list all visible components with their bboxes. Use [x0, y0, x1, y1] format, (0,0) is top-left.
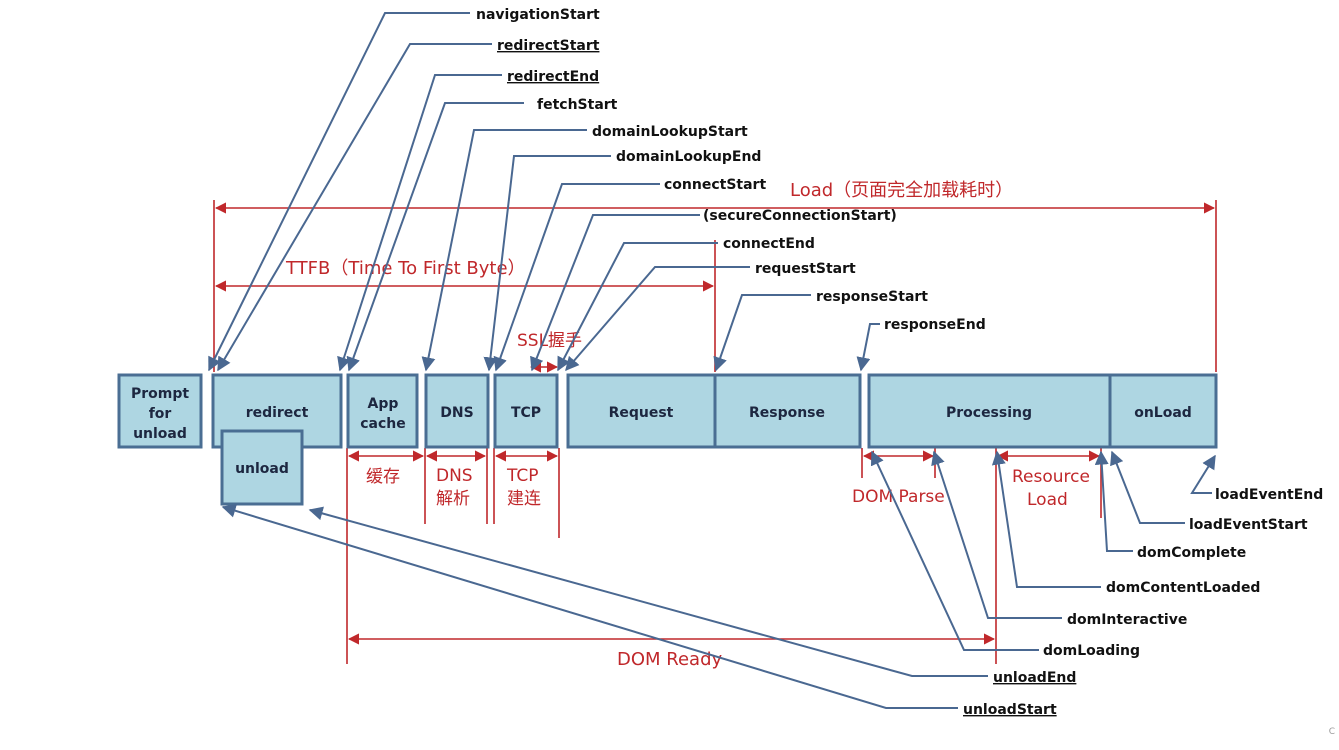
resource-span-label-line1: Resource	[1012, 467, 1090, 487]
response-box	[713, 373, 862, 449]
connect-end-label: connectEnd	[723, 236, 815, 252]
redirect-end-connector	[337, 74, 502, 372]
dom-loading-connector	[870, 450, 1039, 651]
response-end-label: responseEnd	[884, 317, 986, 333]
secure-connection-start-label: (secureConnectionStart)	[703, 208, 897, 224]
dns-span-label-line2: 解析	[436, 489, 470, 509]
ssl-span-label: SSL握手	[517, 331, 582, 351]
unload-end-connector	[308, 506, 988, 677]
dom-complete-connector	[1094, 450, 1133, 552]
connect-start-label: connectStart	[664, 177, 766, 193]
unload-start-label: unloadStart	[963, 702, 1057, 718]
domain-lookup-end-connector	[483, 155, 611, 372]
processing-box	[867, 373, 1112, 449]
load-event-start-connector	[1110, 450, 1185, 524]
response-start-connector	[713, 294, 811, 372]
navigation-start-connector	[208, 12, 470, 372]
prompt-box-label-line2: for	[149, 406, 172, 422]
connect-end-connector	[557, 242, 718, 372]
red-spans: Load（页面完全加载耗时） TTFB（Time To First Byte） …	[213, 180, 1217, 670]
dns-box	[424, 373, 490, 449]
dom-content-loaded-connector	[991, 450, 1101, 588]
dom-content-loaded-label: domContentLoaded	[1106, 580, 1260, 596]
app-cache-box-label-line2: cache	[360, 416, 406, 432]
dns-box-label: DNS	[440, 405, 473, 421]
event-labels: navigationStart redirectStart redirectEn…	[476, 7, 1323, 718]
app-cache-box-label-line1: App	[368, 396, 399, 412]
response-box-label: Response	[749, 405, 825, 421]
response-start-label: responseStart	[816, 289, 928, 305]
load-span-label: Load（页面完全加载耗时）	[790, 180, 1013, 201]
unload-end-label: unloadEnd	[993, 670, 1076, 686]
dom-complete-label: domComplete	[1137, 545, 1246, 561]
prompt-for-unload-box	[117, 373, 203, 449]
onload-box-label: onLoad	[1134, 405, 1192, 421]
domain-lookup-start-label: domainLookupStart	[592, 124, 748, 140]
processing-box-label: Processing	[946, 405, 1032, 421]
dns-span-label-line1: DNS	[436, 466, 473, 486]
cache-span-label: 缓存	[366, 467, 400, 487]
resource-span-label-line2: Load	[1027, 490, 1068, 510]
domain-lookup-end-label: domainLookupEnd	[616, 149, 761, 165]
tcp-span-label-line1: TCP	[506, 466, 539, 486]
load-event-start-label: loadEventStart	[1189, 517, 1308, 533]
fetch-start-connector	[346, 102, 524, 372]
phase-boxes: Prompt for unload redirect unload App ca…	[117, 373, 1218, 506]
dom-interactive-connector	[931, 450, 1062, 619]
unload-box	[220, 429, 304, 506]
redirect-start-connector	[217, 43, 492, 372]
dom-ready-span-label: DOM Ready	[617, 649, 723, 670]
load-event-end-connector	[1190, 454, 1216, 494]
request-start-connector	[565, 266, 750, 372]
load-event-end-label: loadEventEnd	[1215, 487, 1323, 503]
dom-interactive-label: domInteractive	[1067, 612, 1187, 628]
event-connectors	[208, 12, 1216, 709]
redirect-start-label: redirectStart	[497, 38, 600, 54]
dom-parse-span-label: DOM Parse	[852, 487, 945, 507]
redirect-end-label: redirectEnd	[507, 69, 599, 85]
secure-connection-start-connector	[530, 214, 700, 372]
prompt-box-label-line1: Prompt	[131, 386, 189, 402]
unload-start-connector	[221, 503, 958, 709]
corner-mark: C	[1328, 727, 1335, 737]
prompt-box-label-line3: unload	[133, 426, 187, 442]
tcp-box-label: TCP	[511, 405, 541, 421]
tcp-box	[493, 373, 559, 449]
dom-loading-label: domLoading	[1043, 643, 1140, 659]
domain-lookup-start-connector	[421, 129, 587, 372]
request-box-label: Request	[609, 405, 674, 421]
redirect-box-label: redirect	[246, 405, 309, 421]
tcp-span-label-line2: 建连	[507, 489, 541, 509]
connect-start-connector	[493, 183, 660, 372]
fetch-start-label: fetchStart	[537, 97, 618, 113]
onload-box	[1108, 373, 1218, 449]
navigation-start-label: navigationStart	[476, 7, 600, 23]
unload-box-label: unload	[235, 461, 289, 477]
ttfb-span-label: TTFB（Time To First Byte）	[285, 258, 526, 279]
response-end-connector	[856, 323, 880, 372]
request-start-label: requestStart	[755, 261, 856, 277]
request-box	[566, 373, 717, 449]
app-cache-box	[346, 373, 419, 449]
